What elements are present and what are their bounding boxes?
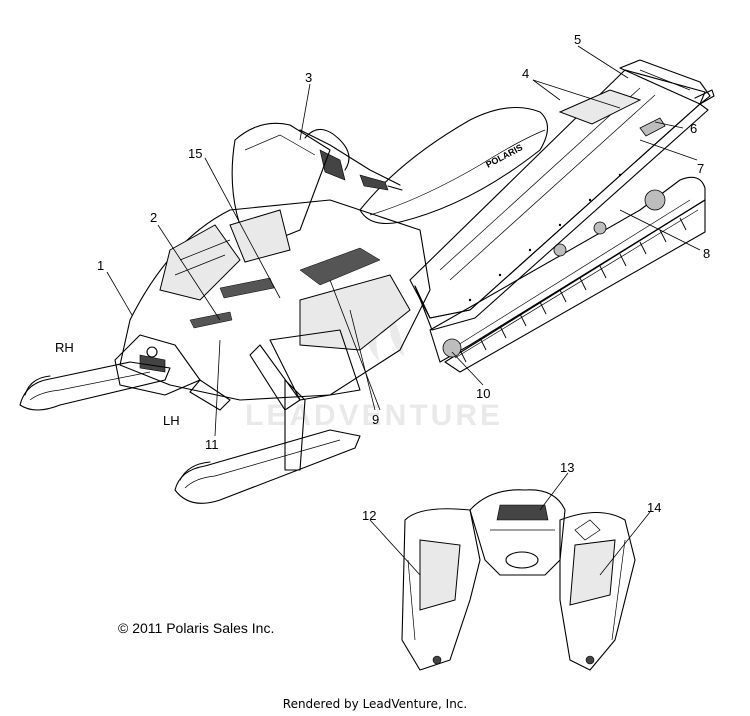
seat: POLARIS [359, 107, 549, 225]
rendered-by-footer: Rendered by LeadVenture, Inc. [282, 697, 468, 711]
callout-9: 9 [372, 412, 379, 427]
callout-4: 4 [522, 66, 529, 81]
hood [114, 199, 431, 401]
side-panel-left [401, 508, 481, 671]
handlebars [299, 128, 403, 191]
front-suspension [189, 344, 306, 471]
track-assembly [429, 176, 706, 373]
side-label-right: RH [55, 340, 74, 355]
callout-8: 8 [703, 246, 710, 261]
side-panel-right-decal [569, 539, 616, 606]
hood-center-decal [229, 209, 291, 263]
center-nose [469, 489, 566, 576]
inset-hood-panels [401, 489, 636, 671]
ski-right [19, 361, 171, 411]
callout-13: 13 [560, 460, 574, 475]
tunnel [409, 59, 715, 331]
callout-10: 10 [476, 386, 490, 401]
callout-1: 1 [97, 258, 104, 273]
side-panel-left-decal [419, 539, 461, 611]
tunnel-decal [558, 89, 642, 125]
callout-5: 5 [574, 32, 581, 47]
ski-left [174, 429, 361, 504]
headlight [139, 354, 166, 373]
callout-labels: 1 2 3 4 5 6 7 8 9 10 11 12 13 14 15 [97, 32, 710, 523]
callout-7: 7 [697, 161, 704, 176]
rear-bumper [619, 59, 711, 105]
callout-6: 6 [690, 121, 697, 136]
side-label-left: LH [163, 413, 180, 428]
emblem [146, 346, 158, 358]
shock [284, 379, 306, 471]
callout-12: 12 [362, 508, 376, 523]
watermark-text: LEADVENTURE [245, 399, 503, 432]
hood-vent [299, 247, 381, 286]
callout-2: 2 [150, 210, 157, 225]
callout-15: 15 [188, 146, 202, 161]
rear-reflector-decal [639, 117, 666, 137]
rear-idler-wheel [442, 338, 462, 358]
leader-lines [106, 45, 701, 576]
side-panel-right [559, 512, 636, 671]
callout-3: 3 [305, 70, 312, 85]
idler-wheel [644, 189, 666, 211]
copyright-notice: © 2011 Polaris Sales Inc. [118, 620, 275, 636]
callout-11: 11 [205, 437, 219, 452]
callout-14: 14 [647, 500, 661, 515]
